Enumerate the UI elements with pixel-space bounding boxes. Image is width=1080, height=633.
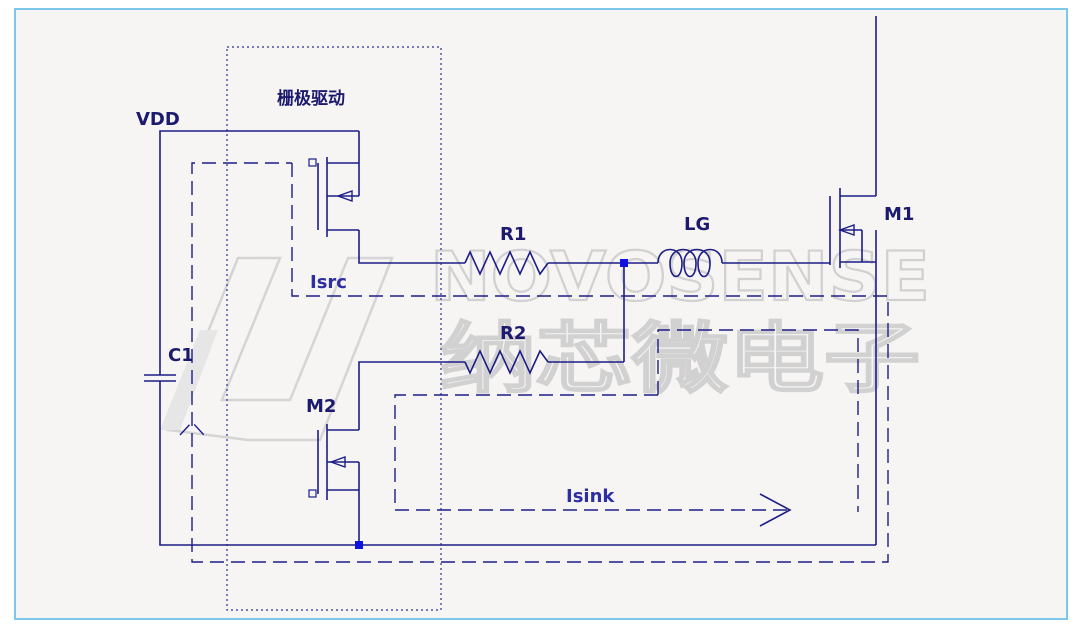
- label-m2: M2: [306, 396, 336, 417]
- gate-driver-title: 栅极驱动: [277, 88, 345, 109]
- vdd-rail: [159, 130, 624, 546]
- upper-driver-mosfet: [308, 131, 360, 237]
- node-r1-lg: [620, 259, 628, 267]
- label-isrc: Isrc: [310, 272, 347, 293]
- gate-path: [358, 230, 830, 278]
- isrc-current-path: [179, 162, 889, 563]
- m1-mosfet: [829, 16, 877, 545]
- gate-driver-box: [226, 46, 442, 611]
- label-lg: LG: [684, 214, 710, 235]
- watermark-brand-cn: 纳芯微电子: [440, 314, 920, 403]
- novosense-logo-watermark: [160, 256, 394, 442]
- label-vdd: VDD: [136, 109, 180, 130]
- label-m1: M1: [884, 204, 914, 225]
- label-isink: Isink: [566, 486, 615, 507]
- c1-capacitor: [144, 374, 176, 382]
- m2-mosfet: [308, 424, 360, 500]
- label-r2: R2: [500, 323, 526, 344]
- label-r1: R1: [500, 224, 526, 245]
- label-c1: C1: [168, 345, 194, 366]
- node-m2-ground: [355, 541, 363, 549]
- isink-current-path: [394, 329, 859, 527]
- diagram-frame: [14, 8, 1068, 620]
- r2-branch: [358, 263, 625, 430]
